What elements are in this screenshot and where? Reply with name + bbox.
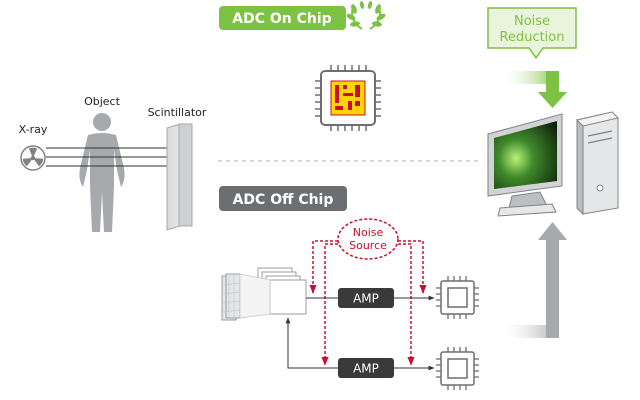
noise-reduction-callout: Noise Reduction <box>487 7 577 60</box>
chip-icon-bottom <box>436 347 479 390</box>
noise-paths <box>309 240 427 366</box>
chip-icon <box>315 65 381 131</box>
detector-stack-icon <box>221 267 307 321</box>
signal-lines <box>285 295 435 371</box>
xray-label: X-ray <box>19 123 48 136</box>
noise-reduction-line2: Reduction <box>500 30 565 45</box>
amp-top: AMP <box>338 288 394 308</box>
computer-icon <box>487 111 619 217</box>
green-arrow <box>500 71 567 108</box>
gray-arrow <box>500 222 567 338</box>
human-figure-icon <box>79 113 125 232</box>
noise-source-line2: Source <box>349 239 387 252</box>
amp-bottom: AMP <box>338 358 394 378</box>
adc-off-chip-label: ADC Off Chip <box>233 192 334 208</box>
chip-icon-top <box>436 276 479 319</box>
adc-on-chip-badge: ADC On Chip <box>219 6 346 30</box>
noise-source-bubble: Noise Source <box>337 218 399 260</box>
amp-top-label: AMP <box>353 292 379 306</box>
radiation-icon <box>20 145 46 171</box>
noise-reduction-line1: Noise <box>514 14 550 29</box>
scintillator-label: Scintillator <box>148 106 207 119</box>
xray-beams <box>46 145 176 169</box>
noise-source-line1: Noise <box>353 226 384 239</box>
adc-on-chip-label: ADC On Chip <box>232 11 331 27</box>
adc-off-chip-badge: ADC Off Chip <box>219 186 347 211</box>
object-label: Object <box>84 95 121 108</box>
amp-bottom-label: AMP <box>353 362 379 376</box>
laurel-icon <box>346 1 386 30</box>
scintillator-plate <box>166 123 193 231</box>
